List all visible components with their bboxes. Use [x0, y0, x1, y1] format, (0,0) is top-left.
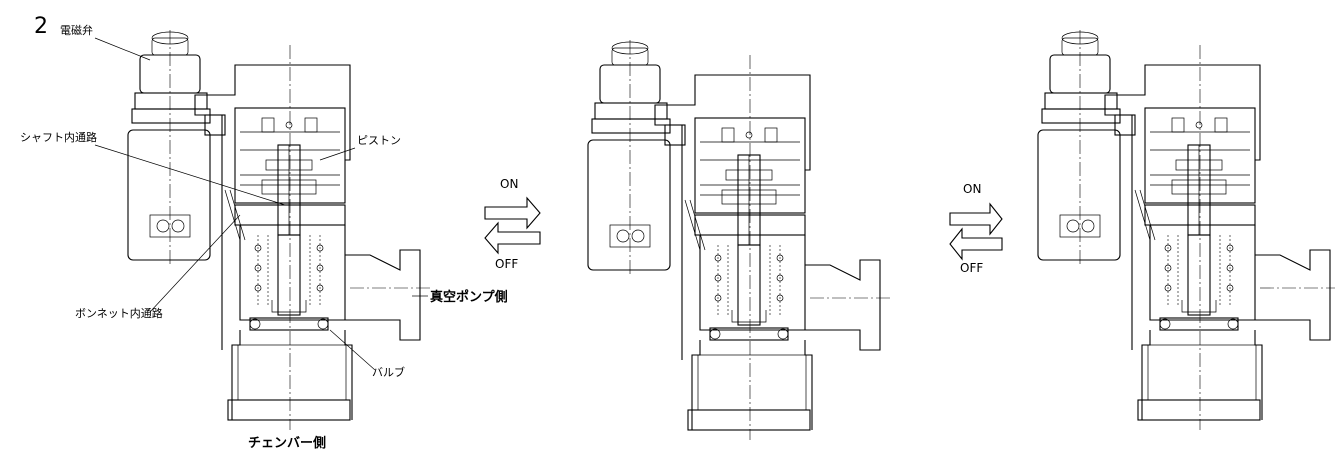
left-arrow-icon [949, 227, 1003, 261]
chamber-side-label: チェンバー側 [248, 435, 326, 451]
figure-number: 2 [34, 14, 48, 39]
valve-state-opening [587, 39, 891, 441]
transition-arrows-2: ON OFF [949, 182, 1003, 275]
valve-label: バルブ [372, 365, 405, 379]
transition-arrows-1: ON OFF [484, 177, 541, 271]
right-arrow-icon [949, 202, 1003, 236]
shaft-passage-label: シャフト内通路 [20, 130, 97, 144]
transition-1-on-label: ON [500, 177, 518, 191]
vacuum-pump-side-label: 真空ポンプ側 [430, 289, 508, 305]
transition-1-off-label: OFF [495, 257, 518, 271]
transition-2-off-label: OFF [960, 261, 983, 275]
right-arrow-icon [484, 196, 541, 230]
solenoid-valve-label: 電磁弁 [60, 23, 93, 37]
bonnet-passage-label: ボンネット内通路 [75, 306, 163, 320]
leader-lines [94, 37, 376, 371]
piston-label: ピストン [357, 134, 401, 147]
transition-2-on-label: ON [963, 182, 981, 196]
left-arrow-icon [484, 221, 541, 255]
valve-state-open [1037, 29, 1335, 431]
